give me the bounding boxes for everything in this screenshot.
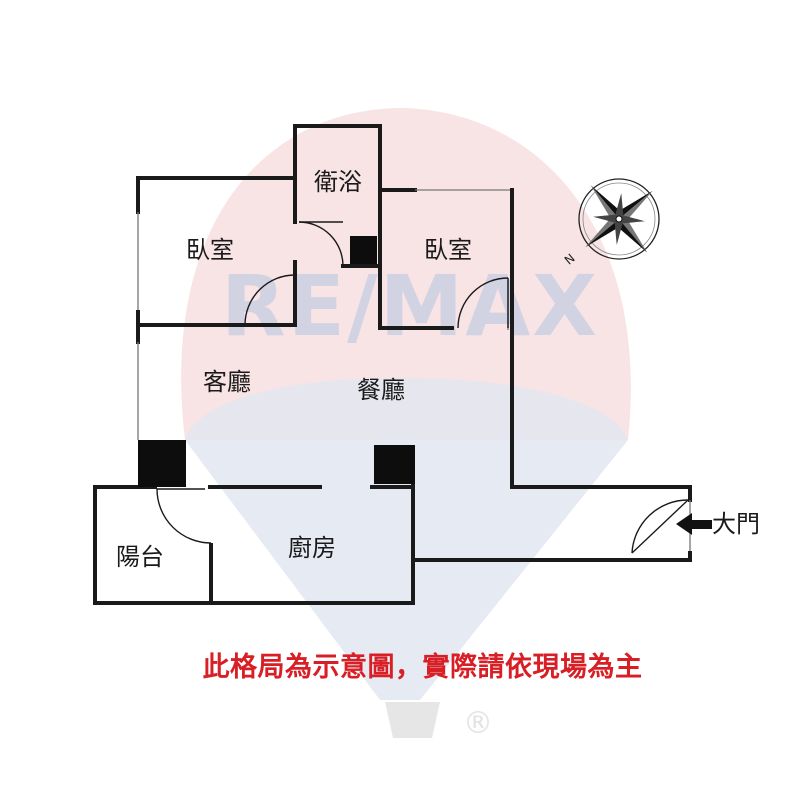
doors xyxy=(156,221,689,554)
room-label-living-room: 客廳 xyxy=(203,368,251,396)
watermark-text: RE/MAX xyxy=(221,257,599,355)
room-label-bathroom: 衛浴 xyxy=(314,168,362,196)
room-label-kitchen: 廚房 xyxy=(288,534,336,562)
compass-rose-icon: N xyxy=(562,178,660,268)
entrance-marker: 大門 xyxy=(676,510,760,538)
room-label-dining-room: 餐廳 xyxy=(357,376,405,404)
arrow-left-icon xyxy=(676,513,712,535)
pillar-bathroom xyxy=(350,236,377,264)
registered-mark: ® xyxy=(463,706,493,741)
room-label-balcony: 陽台 xyxy=(116,543,164,571)
pillar-center xyxy=(374,445,415,484)
room-label-bedroom-right: 臥室 xyxy=(424,236,472,264)
basket-icon xyxy=(385,702,440,738)
entrance-label: 大門 xyxy=(712,510,760,538)
room-label-bedroom-left: 臥室 xyxy=(186,236,234,264)
pillar-left xyxy=(138,440,186,487)
disclaimer-text: 此格局為示意圖，實際請依現場為主 xyxy=(202,652,643,683)
walls xyxy=(93,124,692,605)
balloon-logo-blue-part xyxy=(185,378,628,700)
